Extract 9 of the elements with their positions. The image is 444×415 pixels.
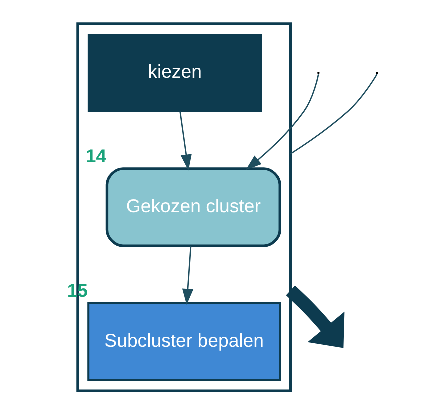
node-box: kiezen (87, 34, 262, 112)
connector (290, 74, 378, 155)
node-label: 14 (85, 146, 106, 167)
arrow (286, 286, 344, 348)
node-box: Gekozen cluster (105, 168, 281, 248)
node-box: Subcluster bepalen (87, 302, 281, 382)
arrow (182, 246, 194, 306)
arrow (245, 74, 319, 170)
arrow (179, 112, 192, 171)
